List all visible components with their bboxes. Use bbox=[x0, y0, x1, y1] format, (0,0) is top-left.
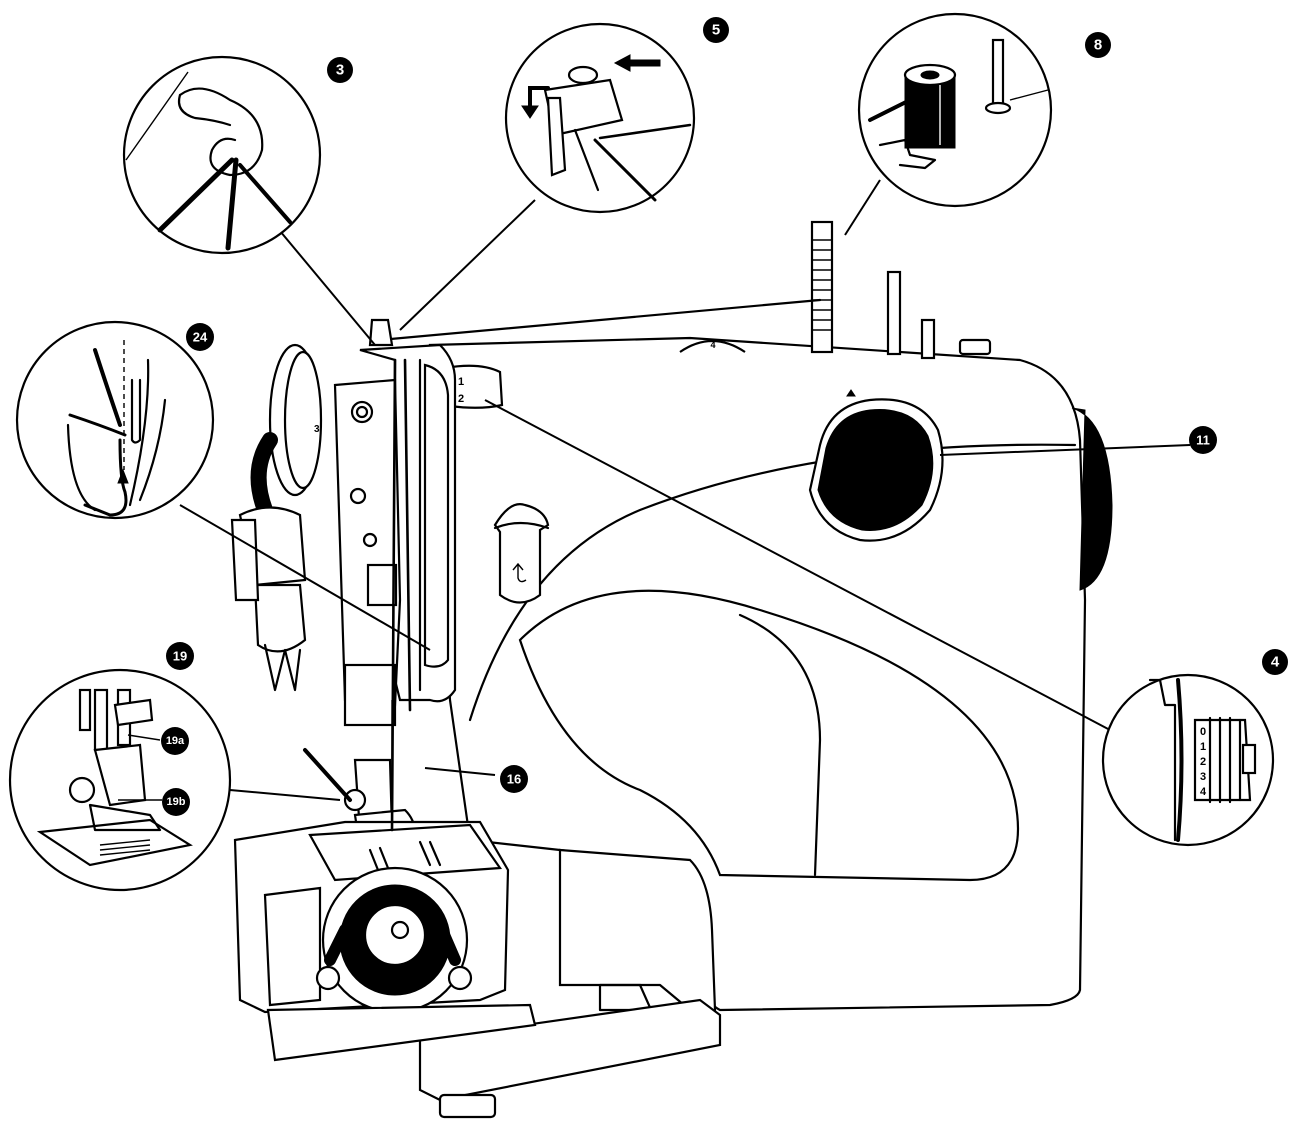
svg-text:24: 24 bbox=[193, 330, 208, 345]
callout-badge-19a: 19a bbox=[161, 727, 189, 755]
callout-badge-19: 19 bbox=[166, 642, 194, 670]
thread-down bbox=[390, 358, 397, 832]
detail-circle-8 bbox=[857, 12, 1053, 208]
callout-badge-8: 8 bbox=[1085, 32, 1111, 58]
thread-top bbox=[378, 298, 822, 342]
arrow-left-icon bbox=[613, 54, 661, 72]
callout-badge-16: 16 bbox=[500, 765, 528, 793]
screw-lower bbox=[362, 532, 378, 548]
arrow-down-icon bbox=[521, 105, 539, 119]
presser-foot-screw[interactable] bbox=[343, 788, 367, 812]
svg-text:19: 19 bbox=[173, 649, 187, 664]
stitch-window-number: 4 bbox=[710, 340, 715, 350]
detail-circle-19 bbox=[8, 668, 232, 892]
reverse-button[interactable] bbox=[493, 503, 550, 604]
reverse-arrow-icon bbox=[512, 562, 527, 583]
svg-text:8: 8 bbox=[1094, 37, 1102, 54]
bobbin-area bbox=[233, 820, 537, 1062]
needle-clamp-block bbox=[366, 563, 398, 607]
detail-circle-24 bbox=[15, 320, 215, 520]
callout-lines bbox=[179, 179, 1191, 801]
free-arm-opening bbox=[518, 589, 1020, 882]
tension-scale-number: 3 bbox=[1200, 771, 1206, 783]
thread-guide-top bbox=[368, 318, 394, 347]
tension-number: 3 bbox=[314, 424, 320, 435]
tension-number: 2 bbox=[458, 393, 464, 405]
callout-badge-5: 5 bbox=[703, 17, 729, 43]
detail-circle-4: 0 1 2 3 4 bbox=[1101, 673, 1275, 847]
callout-badge-19b: 19b bbox=[162, 788, 190, 816]
selector-indicator-icon bbox=[846, 389, 856, 397]
stitch-selector-knob[interactable] bbox=[808, 398, 944, 542]
svg-text:11: 11 bbox=[1196, 433, 1210, 448]
svg-text:5: 5 bbox=[712, 22, 720, 39]
svg-text:3: 3 bbox=[336, 62, 344, 79]
extension-table-edge bbox=[266, 1003, 537, 1062]
machine-body: 4 1 2 bbox=[230, 220, 1113, 1119]
screw-middle bbox=[349, 487, 367, 505]
callout-badge-11: 11 bbox=[1189, 426, 1217, 454]
svg-text:4: 4 bbox=[1271, 654, 1280, 671]
screw-left bbox=[315, 965, 341, 991]
winder-stop bbox=[920, 318, 936, 360]
thread-guide-cover bbox=[423, 363, 450, 668]
screw-right bbox=[447, 965, 473, 991]
tension-scale-number: 2 bbox=[1200, 756, 1206, 768]
detail-circle-5 bbox=[504, 22, 696, 214]
arrow-up-icon bbox=[117, 468, 129, 484]
svg-text:19a: 19a bbox=[166, 735, 185, 747]
svg-text:19b: 19b bbox=[167, 796, 186, 808]
needle-plate bbox=[308, 823, 503, 882]
stitch-window bbox=[679, 340, 746, 353]
base-foot bbox=[438, 1093, 497, 1119]
thread-cutter-lever bbox=[303, 748, 352, 802]
arm-inner-edge bbox=[738, 613, 822, 877]
spool-pin-vertical bbox=[810, 220, 834, 354]
detail-circle-3 bbox=[122, 55, 322, 255]
presser-bar-guide bbox=[343, 663, 397, 727]
callout-badge-3: 3 bbox=[327, 57, 353, 83]
tension-scale-number: 4 bbox=[1200, 786, 1207, 798]
callout-badge-4: 4 bbox=[1262, 649, 1288, 675]
bobbin-winder-pin bbox=[886, 270, 902, 356]
side-light-assembly: 3 bbox=[230, 343, 323, 692]
handwheel[interactable] bbox=[1071, 407, 1113, 591]
callout-badge-24: 24 bbox=[186, 323, 214, 351]
tension-scale-number: 1 bbox=[1200, 741, 1206, 753]
winder-knob bbox=[958, 338, 992, 356]
svg-text:16: 16 bbox=[507, 772, 521, 787]
base-bar bbox=[418, 998, 722, 1102]
upper-tension-dial[interactable]: 1 2 bbox=[443, 364, 504, 409]
tension-scale-number: 0 bbox=[1200, 726, 1206, 738]
tension-number: 1 bbox=[458, 376, 464, 388]
